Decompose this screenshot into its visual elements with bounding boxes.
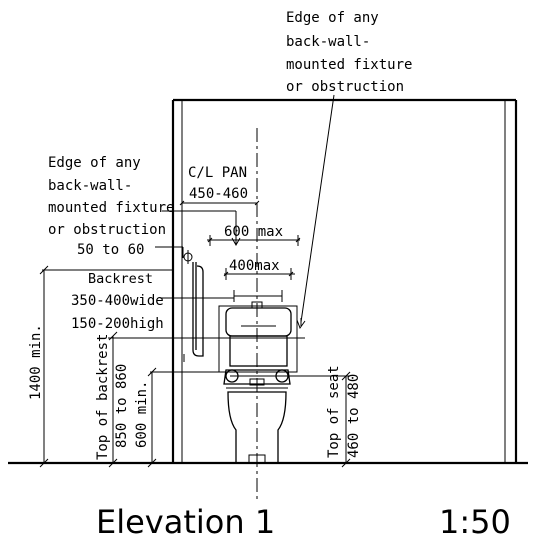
svg-text:Edge of any: Edge of any: [286, 10, 379, 26]
cistern: [225, 301, 292, 367]
label-450-460: 450-460: [189, 186, 248, 202]
svg-text:mounted fixture: mounted fixture: [48, 200, 174, 216]
dim-backrest-width: [233, 290, 283, 302]
label-backrest: Backrest: [88, 271, 153, 287]
dim-600-max: [207, 235, 301, 246]
svg-text:or obstruction: or obstruction: [48, 222, 166, 238]
label-1400-min: 1400 min.: [28, 324, 44, 400]
grab-rail: [183, 250, 204, 362]
dim-400-max: [223, 268, 295, 280]
dim-450-460: [179, 197, 260, 209]
drawing-scale: 1:50: [439, 503, 511, 540]
leader-edge-right: [296, 94, 335, 330]
svg-text:or obstruction: or obstruction: [286, 79, 404, 95]
label-backrest-height: 150-200high: [71, 316, 164, 332]
label-backrest-width: 350-400wide: [71, 293, 164, 309]
dim-600-min: [147, 367, 230, 468]
dim-460-480: [341, 371, 351, 468]
cistern-panel: [218, 305, 298, 373]
leader-edge-left: [162, 210, 241, 247]
label-top-of-backrest: Top of backrest: [95, 334, 111, 460]
svg-text:back-wall-: back-wall-: [48, 178, 132, 194]
leader-backrest: [108, 297, 305, 339]
pan-bowl: [227, 391, 287, 464]
dim-1400-min: [39, 265, 172, 468]
label-400-max: 400max: [229, 258, 280, 274]
label-50-60: 50 to 60: [77, 242, 144, 258]
svg-text:Edge of any: Edge of any: [48, 155, 141, 171]
dim-850-860: [108, 331, 118, 468]
leader-50-60: [155, 246, 184, 258]
label-cl-pan: C/L PAN: [188, 165, 247, 181]
pan-outlet: [248, 454, 266, 464]
label-460-480: 460 to 480: [346, 374, 362, 458]
label-top-of-seat: Top of seat: [326, 365, 342, 458]
room-walls: [171, 98, 518, 463]
label-850-860: 850 to 860: [114, 364, 130, 448]
label-edge-left: Edge of any back-wall- mounted fixture o…: [48, 155, 174, 238]
label-edge-right: Edge of any back-wall- mounted fixture o…: [286, 10, 412, 95]
label-600-min: 600 min.: [134, 381, 150, 448]
svg-text:mounted fixture: mounted fixture: [286, 57, 412, 73]
svg-text:back-wall-: back-wall-: [286, 34, 370, 50]
label-600-max: 600 max: [224, 224, 283, 240]
drawing-title: Elevation 1: [96, 503, 275, 540]
